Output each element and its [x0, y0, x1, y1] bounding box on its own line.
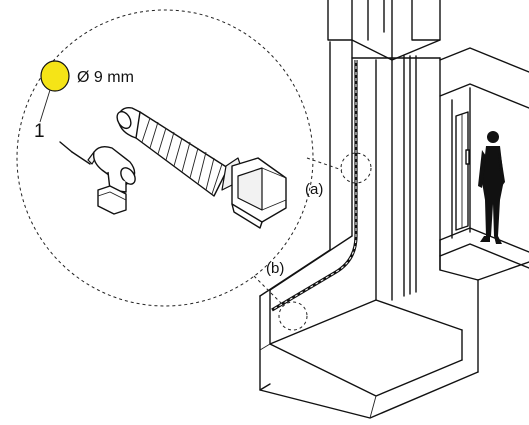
item-number-label: 1: [34, 121, 45, 142]
marker-leader: [39, 89, 51, 123]
person-silhouette: [478, 131, 505, 244]
cable-route: [271, 60, 358, 312]
call-button-panel: [465, 149, 470, 165]
callout-a-label: (a): [305, 181, 323, 198]
elevator-shaft: [259, 0, 529, 419]
cable-gland: [116, 106, 287, 229]
detail-circle-a: [340, 152, 372, 184]
cable-clip-tool: [71, 145, 136, 215]
detail-circle-b: [278, 301, 308, 331]
shaft-rear-wall: [375, 55, 441, 301]
magnifier-circle: [16, 9, 314, 307]
leader-a: [306, 157, 343, 171]
callout-b-label: (b): [266, 260, 284, 277]
landing-floor: [439, 47, 529, 281]
leader-b: [253, 275, 285, 307]
diameter-label: Ø 9 mm: [77, 69, 134, 86]
shaft-top-frame: [327, 0, 441, 61]
shaft-left-wall: [259, 41, 353, 297]
elevator-door: [455, 111, 470, 231]
item-1-leader: [59, 141, 73, 153]
diameter-marker: [40, 60, 70, 92]
shaft-pit: [259, 279, 479, 419]
magnified-detail: Ø 9 mm 1: [16, 9, 343, 307]
